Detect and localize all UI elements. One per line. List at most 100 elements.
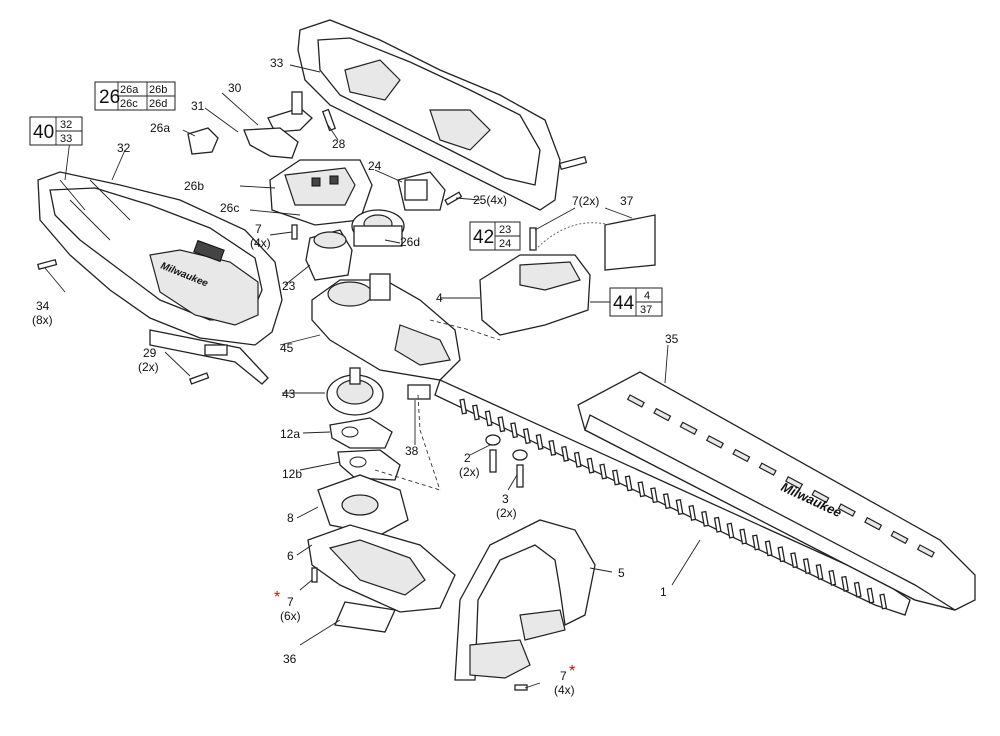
housing-half-33 [297,19,588,211]
base-plate-6 [307,524,456,613]
blade-tooth [471,404,480,421]
blade-tooth [548,439,557,456]
switch-trigger-30 [267,91,313,133]
label-24: 24 [368,159,382,173]
trigger-31 [243,127,299,159]
label-7-front: 7 [560,669,567,683]
blade-tooth [497,416,506,433]
motor-cover-24 [397,171,446,211]
label-38: 38 [405,444,419,458]
guard-slot [785,476,804,490]
label-28: 28 [332,137,346,151]
blade-tooth [522,428,531,445]
plate-12b [337,449,401,481]
blade-tooth [815,564,824,580]
label-12a: 12a [280,427,300,441]
guard-slot [890,530,909,545]
blade-tooth [586,457,595,474]
assembly-42-sub1: 23 [499,224,511,236]
highlight-star-7-6x: * [274,589,280,606]
assembly-44-sub2: 37 [640,304,652,316]
assembly-40-sub2: 33 [60,133,72,145]
label-3-qty: (2x) [496,506,517,520]
assembly-box-26: 26 26a 26b 26c 26d [94,81,176,111]
label-2: 2 [464,451,471,465]
highlight-star-7-front: * [569,663,575,680]
label-43: 43 [282,387,296,401]
guide-38 [407,384,431,400]
blade-tooth [777,546,786,563]
label-26b: 26b [184,179,204,193]
label-5: 5 [618,566,625,580]
blade-tooth [561,445,569,462]
blade-tooth [624,475,633,492]
part-28 [321,108,337,132]
motor-26d [351,209,405,247]
blade-tooth [866,587,875,604]
blade-tooth [701,510,709,527]
screw-34 [36,258,58,271]
blade-tooth [573,451,582,468]
gear-43 [326,367,384,416]
blade-tooth [484,410,493,427]
blade-tooth [510,422,519,439]
label-36 [334,601,396,633]
blade-tooth [726,522,735,539]
label-7-6x: 7 [287,595,294,609]
assembly-44-main: 44 [613,293,635,314]
label-4: 4 [436,291,443,305]
assembly-26-sub4: 26d [149,98,167,110]
blade-tooth [611,469,620,486]
label-7-2x: 7(2x) [572,194,599,208]
housing-half-32 [37,171,283,385]
label-1: 1 [660,585,667,599]
part-26a [187,127,219,155]
blade-tooth [459,398,468,415]
assembly-40-sub1: 32 [60,119,72,131]
screw-25 [444,191,463,206]
blade-tooth [790,552,799,569]
plate-12a [329,417,393,449]
assembly-40-main: 40 [33,122,54,143]
label-23: 23 [282,279,296,293]
gear-cover-8 [317,474,409,536]
label-3: 3 [502,492,509,506]
blade-tooth [688,504,697,521]
blade-tooth [650,487,659,504]
assembly-box-42: 42 23 24 [469,221,521,251]
blade-tooth [802,558,811,575]
label-35: 35 [665,332,679,346]
blade-tooth [637,481,646,498]
guard-slot [916,544,935,558]
assembly-26-sub2: 26b [149,84,167,96]
guard-slot [864,516,883,531]
label-26c: 26c [220,201,239,215]
guard-slot [758,462,777,476]
label-30: 30 [228,81,242,95]
assembly-42-main: 42 [473,227,494,248]
label-37: 37 [620,194,634,208]
blade-tooth [751,534,760,551]
blade-tooth [739,528,748,545]
front-handle-5 [454,519,596,681]
assembly-42-sub2: 24 [499,238,511,250]
blade-tooth [879,593,888,610]
blade-cover-4 [479,227,591,336]
part-labels: 33 30 31 26a 32 28 24 26b 25(4x) 7(2x) 3… [32,56,679,697]
leader-lines [44,64,701,689]
blade-tooth [828,569,837,586]
assembly-26-main: 26 [99,87,120,108]
label-33: 33 [270,56,284,70]
guard-slot [811,489,830,504]
blade-tooth [662,493,671,510]
blade-tooth [853,581,862,598]
assembly-box-44: 44 4 37 [590,287,663,317]
label-8: 8 [287,511,294,525]
guard-slot [679,421,698,436]
screw-7-6x [311,567,318,583]
blade-1 [434,379,911,616]
label-34: 34 [36,299,50,313]
label-36: 36 [283,652,297,666]
label-26a: 26a [150,121,170,135]
